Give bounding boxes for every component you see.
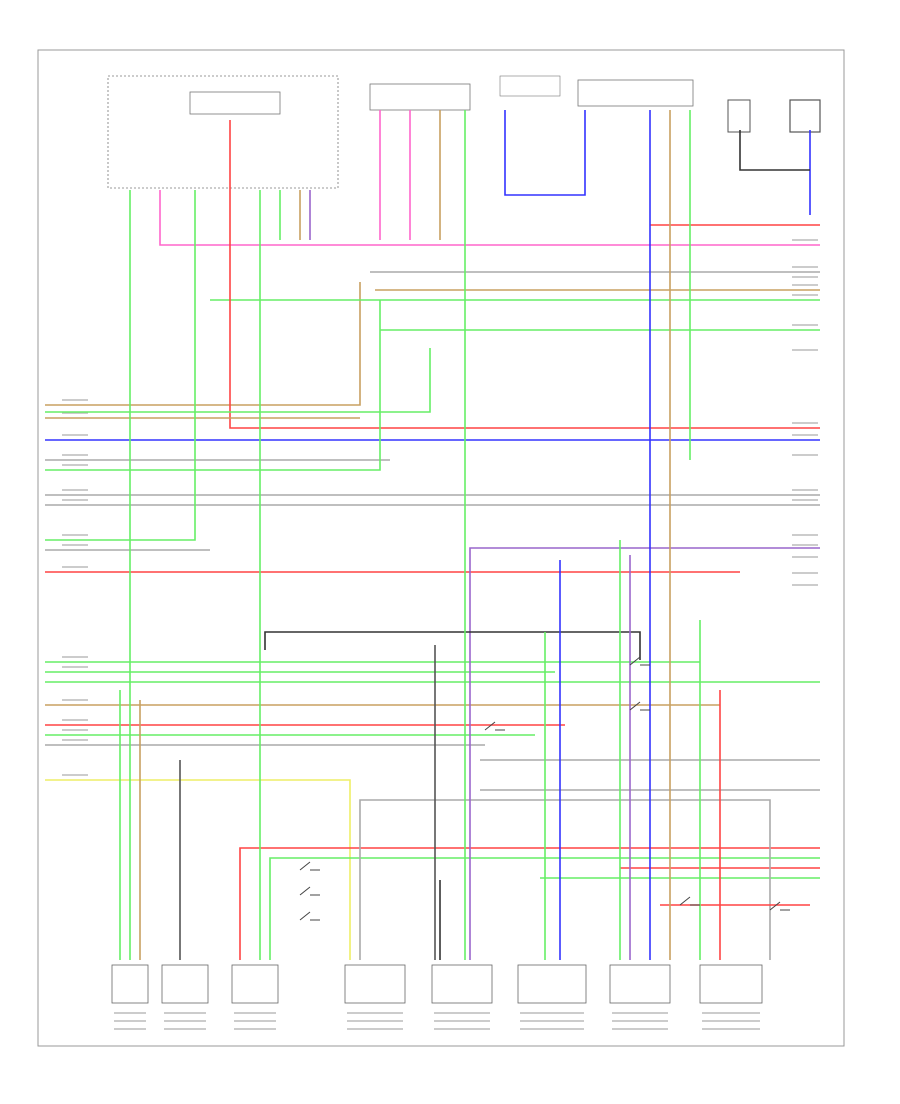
switch-symbol-4 <box>629 701 650 711</box>
top-sensor-2 <box>789 99 821 133</box>
diagram-frame <box>37 49 845 1047</box>
top-connector-3 <box>577 79 694 107</box>
bottom-component-2 <box>161 964 209 1004</box>
bottom-component-3 <box>231 964 279 1004</box>
wire-red-mid <box>229 120 820 429</box>
top-module-left <box>107 75 339 189</box>
wire-tan-bus-1 <box>45 282 361 406</box>
bottom-component-1 <box>111 964 149 1004</box>
feeder-wire-7 <box>504 110 586 196</box>
wire-black-box <box>264 631 641 660</box>
top-connector-1 <box>369 83 471 111</box>
wire-green-bot-1 <box>269 857 820 960</box>
wire-green-left <box>45 190 196 541</box>
wire-purple-h <box>469 547 820 960</box>
bottom-component-4 <box>344 964 406 1004</box>
label-marks <box>62 239 818 776</box>
switch-symbol-0 <box>299 861 320 871</box>
wire-layer <box>45 110 820 960</box>
wire-green-mid-2 <box>45 300 381 471</box>
bottom-component-8 <box>699 964 763 1004</box>
wire-yellow-low <box>45 779 351 960</box>
bottom-component-7 <box>609 964 671 1004</box>
feeder-wire-12 <box>739 130 810 171</box>
switch-symbol-6 <box>679 896 700 906</box>
bottom-component-5 <box>431 964 493 1004</box>
top-sensor-1 <box>727 99 751 133</box>
top-connector-2 <box>499 75 561 97</box>
wire-red-bot-1 <box>239 847 820 960</box>
bottom-component-6 <box>517 964 587 1004</box>
switch-symbol-2 <box>299 911 320 921</box>
switch-symbol-3 <box>629 656 650 666</box>
wire-gray-bot <box>359 799 771 960</box>
wire-pink-top <box>159 190 820 246</box>
switch-symbol-7 <box>769 901 790 911</box>
switch-symbol-5 <box>484 721 505 731</box>
bottom-components <box>111 656 790 1030</box>
wire-green-mid <box>45 348 431 413</box>
switch-symbol-1 <box>299 886 320 896</box>
